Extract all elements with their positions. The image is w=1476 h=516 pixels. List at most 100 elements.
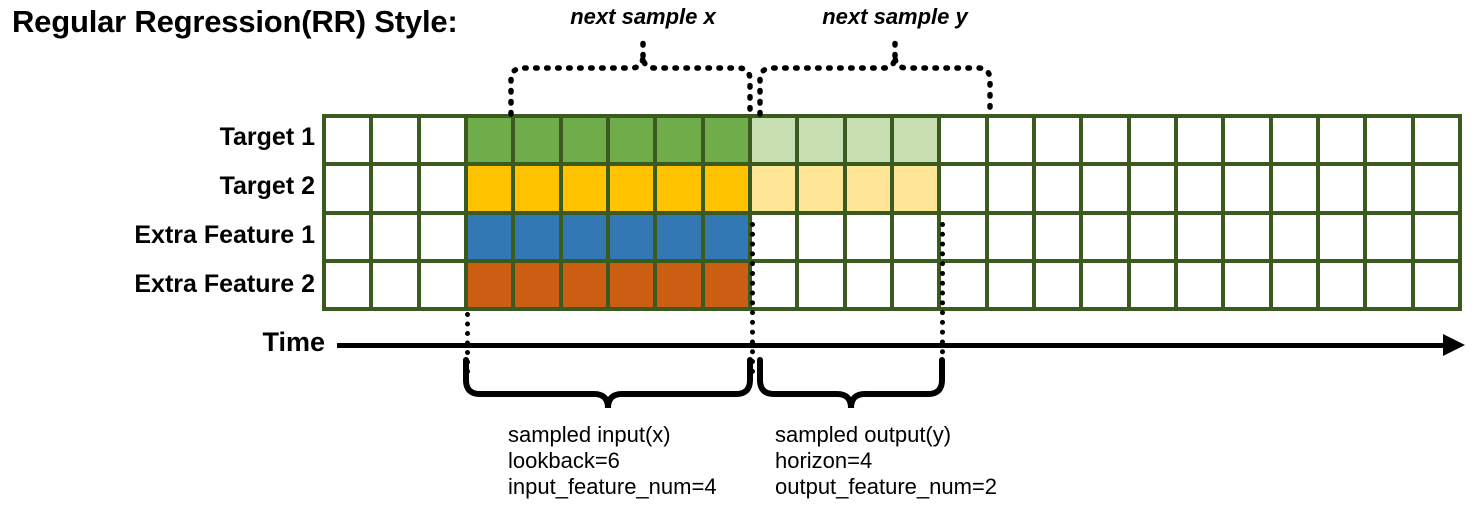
grid-cell-r2-c24 <box>1414 166 1458 211</box>
row-label-column: Target 1 Target 2 Extra Feature 1 Extra … <box>10 115 315 311</box>
grid-cell-r4-c1 <box>326 262 370 307</box>
grid-cell-r1-c20 <box>1225 118 1269 163</box>
grid-cell-r1-c17 <box>1083 118 1127 163</box>
grid-cell-r2-c11 <box>799 166 843 211</box>
grid-cell-r1-c22 <box>1319 118 1364 163</box>
time-axis-line <box>337 343 1455 348</box>
guide-input-end <box>750 222 755 374</box>
grid-cell-r3-c12 <box>846 214 890 259</box>
grid-cell-r2-c16 <box>1035 166 1080 211</box>
grid-cell-r4-c16 <box>1035 262 1080 307</box>
row-label-extra-feature-2: Extra Feature 2 <box>134 270 315 298</box>
grid-cell-r1-c8 <box>657 118 701 163</box>
grid-cell-r3-c23 <box>1367 214 1411 259</box>
next-sample-x-label: next sample x <box>570 4 716 29</box>
grid-cell-r2-c20 <box>1225 166 1269 211</box>
guide-output-end <box>940 222 945 374</box>
grid-cell-r1-c23 <box>1367 118 1411 163</box>
sampled-input-line-3: input_feature_num=4 <box>508 474 717 499</box>
grid-cell-r1-c14 <box>941 118 985 163</box>
grid-cell-r3-c2 <box>373 214 417 259</box>
grid-cell-r4-c7 <box>609 262 654 307</box>
grid-cell-r2-c5 <box>515 166 559 211</box>
sampled-input-note: sampled input(x) lookback=6 input_featur… <box>508 422 717 500</box>
grid-cell-r3-c14 <box>941 214 985 259</box>
grid-cell-r2-c19 <box>1177 166 1222 211</box>
grid-cell-r4-c22 <box>1319 262 1364 307</box>
row-label-target-1: Target 1 <box>219 123 315 151</box>
grid-cell-r3-c19 <box>1177 214 1222 259</box>
grid-cell-r1-c15 <box>988 118 1032 163</box>
grid-cell-r1-c9 <box>704 118 748 163</box>
grid-cell-r4-c10 <box>751 262 796 307</box>
grid-cell-r4-c24 <box>1414 262 1458 307</box>
grid-cell-r3-c18 <box>1130 214 1174 259</box>
grid-cell-r1-c11 <box>799 118 843 163</box>
grid-cell-r2-c1 <box>326 166 370 211</box>
sampled-output-line-3: output_feature_num=2 <box>775 474 998 499</box>
grid-cell-r3-c8 <box>657 214 701 259</box>
grid-cell-r1-c1 <box>326 118 370 163</box>
grid-cell-r1-c12 <box>846 118 890 163</box>
grid-cell-r4-c4 <box>467 262 512 307</box>
grid-cell-r4-c11 <box>799 262 843 307</box>
grid-cell-r2-c15 <box>988 166 1032 211</box>
grid-cell-r3-c7 <box>609 214 654 259</box>
grid-cell-r4-c9 <box>704 262 748 307</box>
next-sample-y-label: next sample y <box>822 4 968 29</box>
grid-cell-r1-c21 <box>1272 118 1316 163</box>
grid-cell-r4-c12 <box>846 262 890 307</box>
grid-cell-r2-c9 <box>704 166 748 211</box>
grid-cell-r4-c23 <box>1367 262 1411 307</box>
grid-cell-r4-c5 <box>515 262 559 307</box>
grid-cell-r2-c13 <box>893 166 938 211</box>
grid-cell-r4-c20 <box>1225 262 1269 307</box>
grid-cell-r1-c13 <box>893 118 938 163</box>
grid-cell-r3-c16 <box>1035 214 1080 259</box>
grid-cell-r3-c17 <box>1083 214 1127 259</box>
grid-cell-r3-c10 <box>751 214 796 259</box>
grid-cell-r4-c17 <box>1083 262 1127 307</box>
grid-cell-r1-c5 <box>515 118 559 163</box>
grid-cell-r2-c8 <box>657 166 701 211</box>
grid-cell-r4-c19 <box>1177 262 1222 307</box>
sampled-output-line-1: sampled output(y) <box>775 422 952 447</box>
grid-cell-r1-c3 <box>420 118 464 163</box>
grid-cell-r3-c22 <box>1319 214 1364 259</box>
row-label-extra-feature-1: Extra Feature 1 <box>134 221 315 249</box>
time-axis-label: Time <box>262 327 325 357</box>
grid-cell-r3-c15 <box>988 214 1032 259</box>
grid-cell-r2-c6 <box>562 166 606 211</box>
grid-cell-r2-c4 <box>467 166 512 211</box>
grid-cell-r3-c11 <box>799 214 843 259</box>
grid-cell-r4-c2 <box>373 262 417 307</box>
grid-cell-r1-c16 <box>1035 118 1080 163</box>
grid-cell-r4-c6 <box>562 262 606 307</box>
grid-cell-r1-c24 <box>1414 118 1458 163</box>
grid-cell-r3-c20 <box>1225 214 1269 259</box>
grid-cell-r1-c7 <box>609 118 654 163</box>
grid-cell-r3-c3 <box>420 214 464 259</box>
grid-cell-r2-c2 <box>373 166 417 211</box>
grid-cell-r4-c13 <box>893 262 938 307</box>
grid-cell-r3-c4 <box>467 214 512 259</box>
grid-cell-r1-c4 <box>467 118 512 163</box>
grid-cell-r1-c10 <box>751 118 796 163</box>
grid-cell-r2-c12 <box>846 166 890 211</box>
grid-cell-r3-c1 <box>326 214 370 259</box>
grid-cell-r1-c6 <box>562 118 606 163</box>
grid-cell-r3-c6 <box>562 214 606 259</box>
grid-cell-r3-c5 <box>515 214 559 259</box>
grid-cell-r1-c19 <box>1177 118 1222 163</box>
grid-cell-r4-c8 <box>657 262 701 307</box>
grid-cell-r3-c13 <box>893 214 938 259</box>
grid-cell-r4-c21 <box>1272 262 1316 307</box>
grid-cell-r2-c22 <box>1319 166 1364 211</box>
grid-cell-r2-c10 <box>751 166 796 211</box>
sampled-input-line-1: sampled input(x) <box>508 422 671 447</box>
grid-cell-r3-c24 <box>1414 214 1458 259</box>
grid-cell-r2-c23 <box>1367 166 1411 211</box>
right-arrow-icon <box>1443 334 1465 356</box>
sampled-output-note: sampled output(y) horizon=4 output_featu… <box>775 422 997 500</box>
grid-cell-r3-c21 <box>1272 214 1316 259</box>
